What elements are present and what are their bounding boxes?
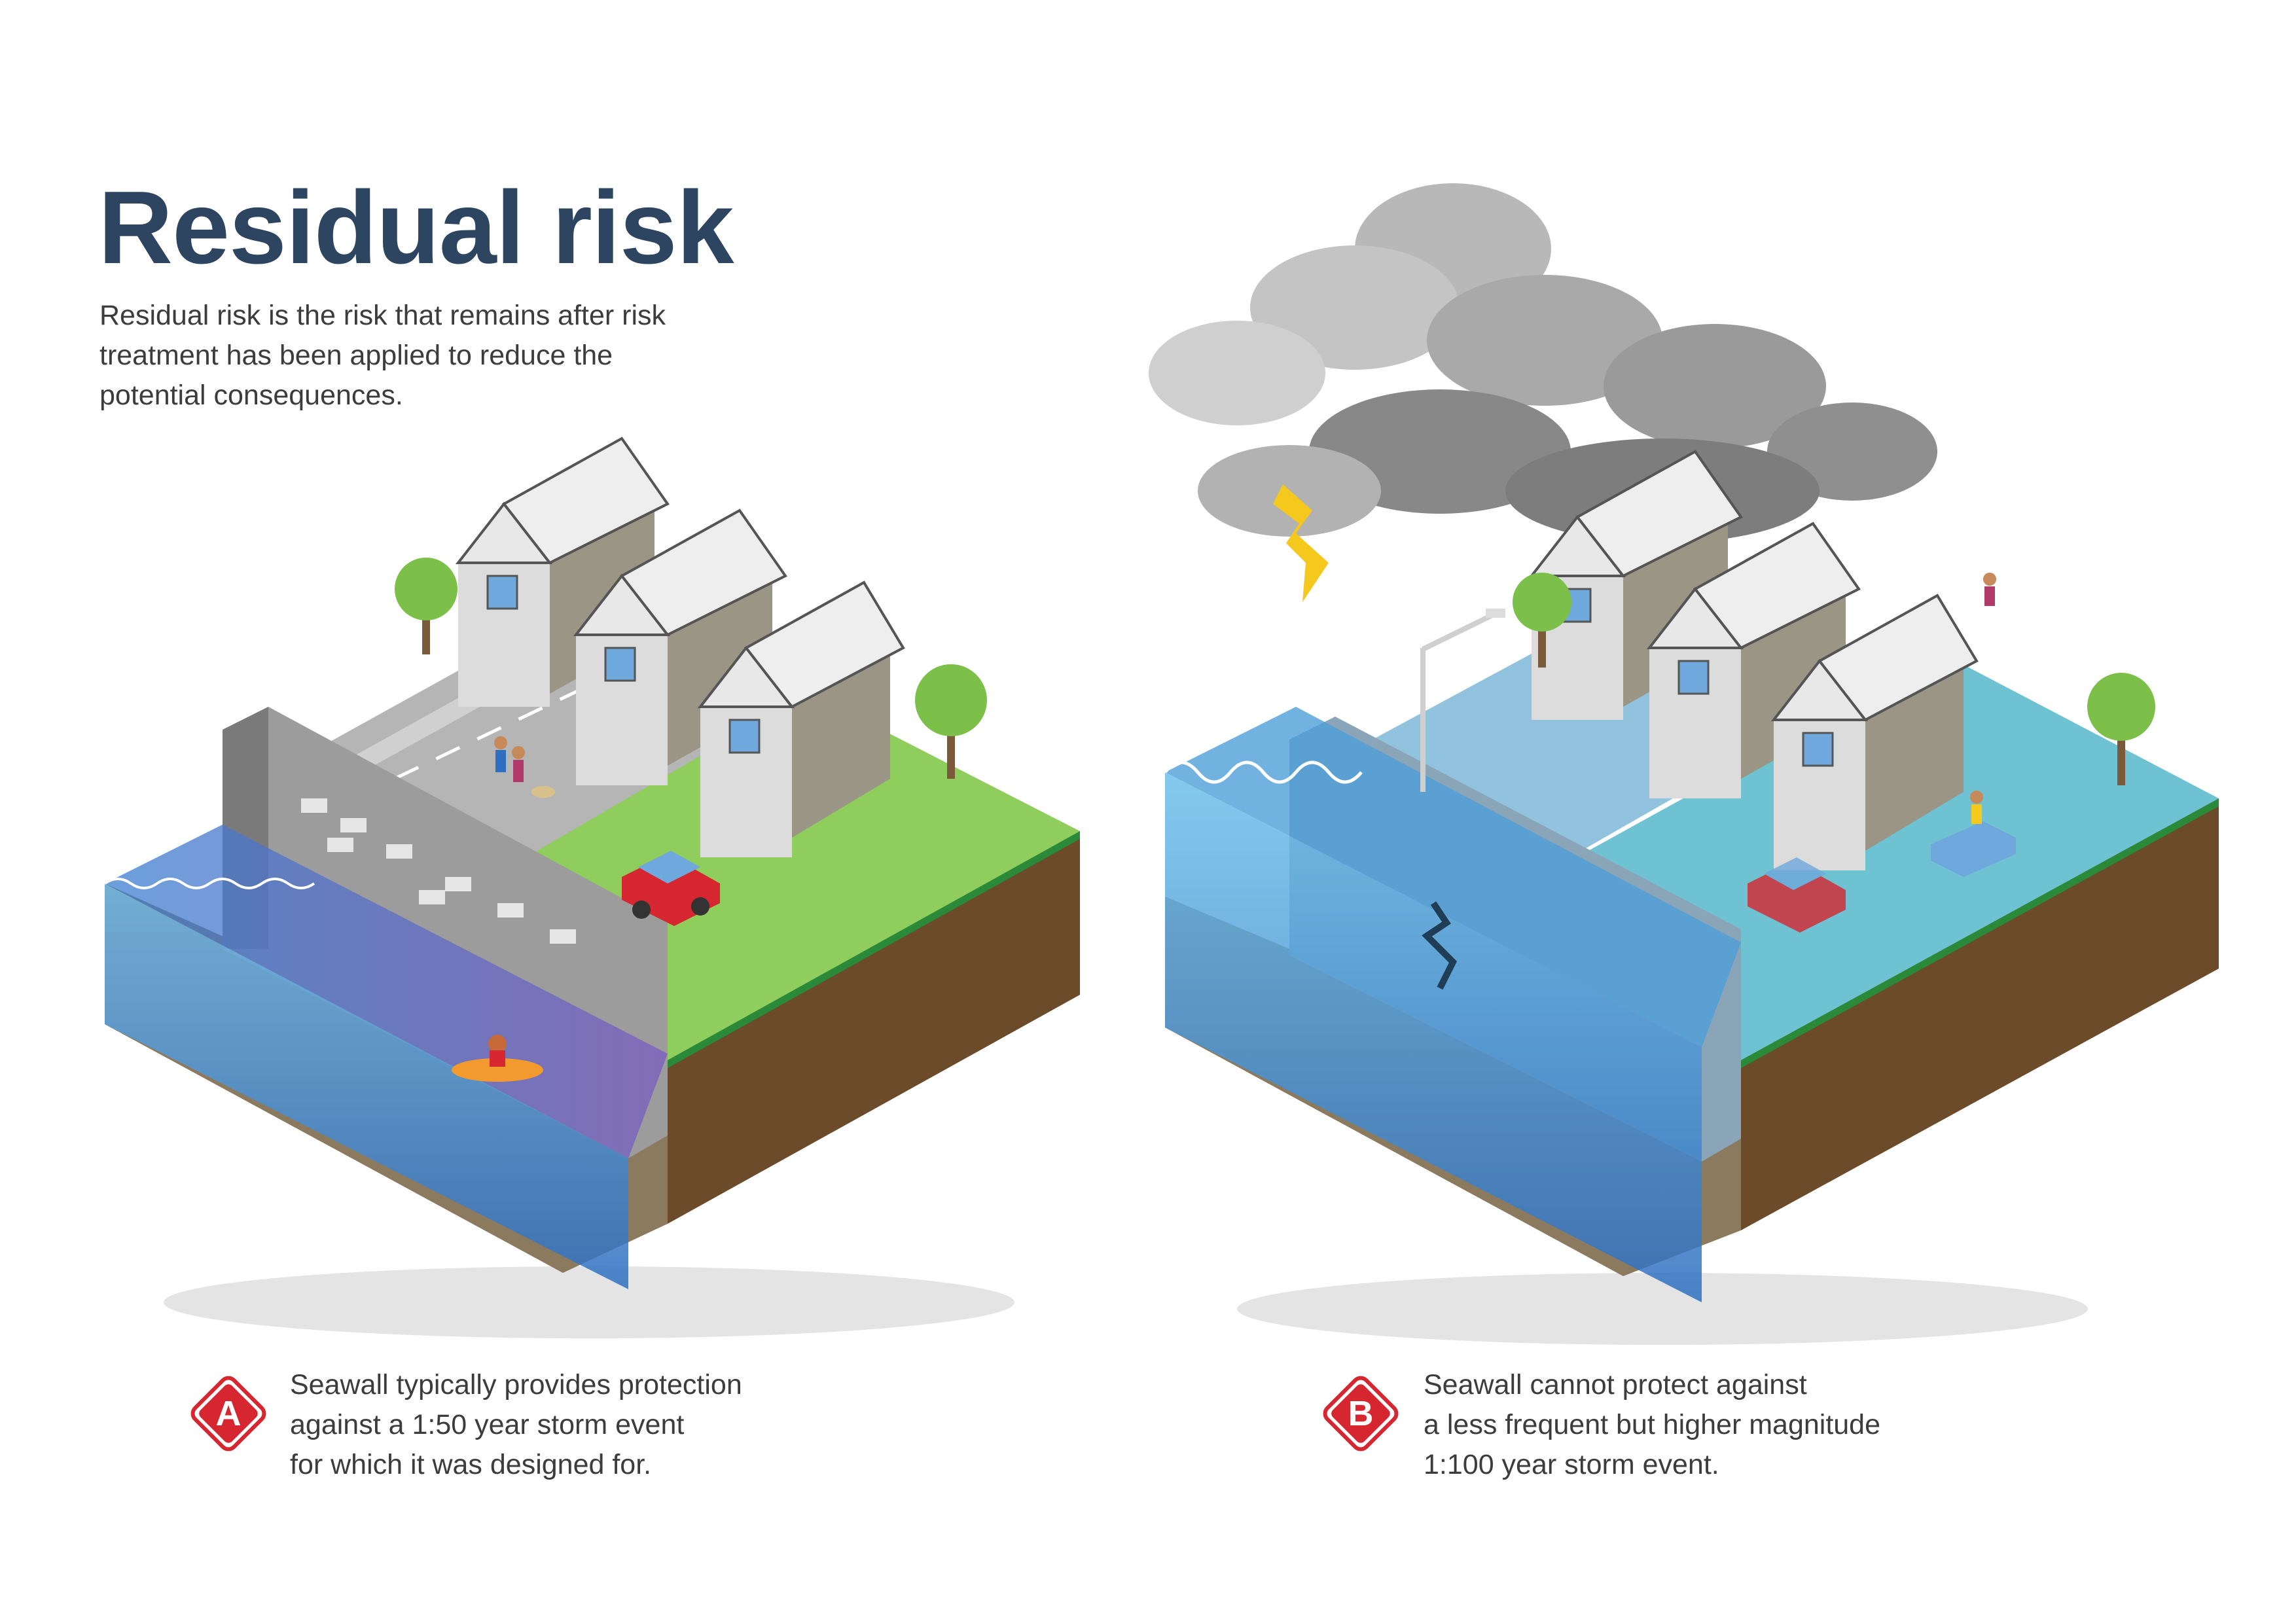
- person-icon: [1983, 573, 1996, 606]
- storm-cloud-icon: [1149, 183, 1937, 543]
- sea-water: [105, 883, 628, 1289]
- scenario-b-caption: Seawall cannot protect against a less fr…: [1424, 1365, 1880, 1485]
- diamond-badge-icon: [190, 1376, 266, 1452]
- badge-letter: A: [215, 1394, 242, 1433]
- house-icon: [1770, 594, 1979, 870]
- intro-line: potential consequences.: [99, 380, 403, 411]
- tree-icon: [2087, 673, 2155, 785]
- seawall-normal-scene: [103, 437, 1080, 1338]
- scenario-b-badge: B: [1319, 1372, 1403, 1455]
- intro-text: Residual risk is the risk that remains a…: [99, 296, 754, 416]
- intro-line: treatment has been applied to reduce the: [99, 340, 613, 371]
- person-icon: [1970, 791, 1983, 824]
- soil-side: [1741, 798, 2219, 1230]
- caption-line: for which it was designed for.: [290, 1449, 652, 1480]
- kayak-icon: [452, 1035, 543, 1082]
- car-icon: [1748, 857, 1846, 933]
- tree-icon: [1513, 573, 1571, 668]
- street-lamp-icon: [1420, 609, 1505, 792]
- ground-shadow: [164, 1266, 1014, 1338]
- caption-line: against a 1:50 year storm event: [290, 1409, 685, 1440]
- diamond-badge-icon: [1323, 1376, 1399, 1452]
- caption-line: Seawall typically provides protection: [290, 1369, 742, 1400]
- caption-line: a less frequent but higher magnitude: [1424, 1409, 1881, 1440]
- ground-shadow: [1237, 1273, 2088, 1345]
- car-icon: [622, 851, 720, 926]
- car-icon: [1931, 821, 2016, 877]
- scenario-a-caption: Seawall typically provides protection ag…: [290, 1365, 742, 1485]
- dog-icon: [531, 786, 555, 798]
- caption-line: 1:100 year storm event.: [1424, 1449, 1719, 1480]
- wave-crests: [103, 878, 315, 889]
- storm-surge-water: [1165, 772, 1702, 1302]
- house-icon: [697, 580, 905, 857]
- caption-line: Seawall cannot protect against: [1424, 1369, 1807, 1400]
- seawall-blocks: [301, 798, 576, 944]
- lightning-icon: [1273, 484, 1329, 602]
- page-title: Residual risk: [98, 170, 734, 285]
- house-icon: [1646, 522, 1861, 798]
- seawall-overtopped-scene: [1149, 183, 2219, 1345]
- person-icon: [494, 736, 525, 782]
- wave-crests: [1164, 760, 1363, 784]
- wall-crack: [1422, 901, 1458, 990]
- tree-icon: [395, 558, 457, 654]
- scenario-a-badge: A: [187, 1372, 270, 1455]
- soil-side: [668, 831, 1080, 1224]
- badge-letter: B: [1348, 1394, 1374, 1433]
- tree-icon: [915, 664, 987, 779]
- intro-line: Residual risk is the risk that remains a…: [99, 300, 666, 331]
